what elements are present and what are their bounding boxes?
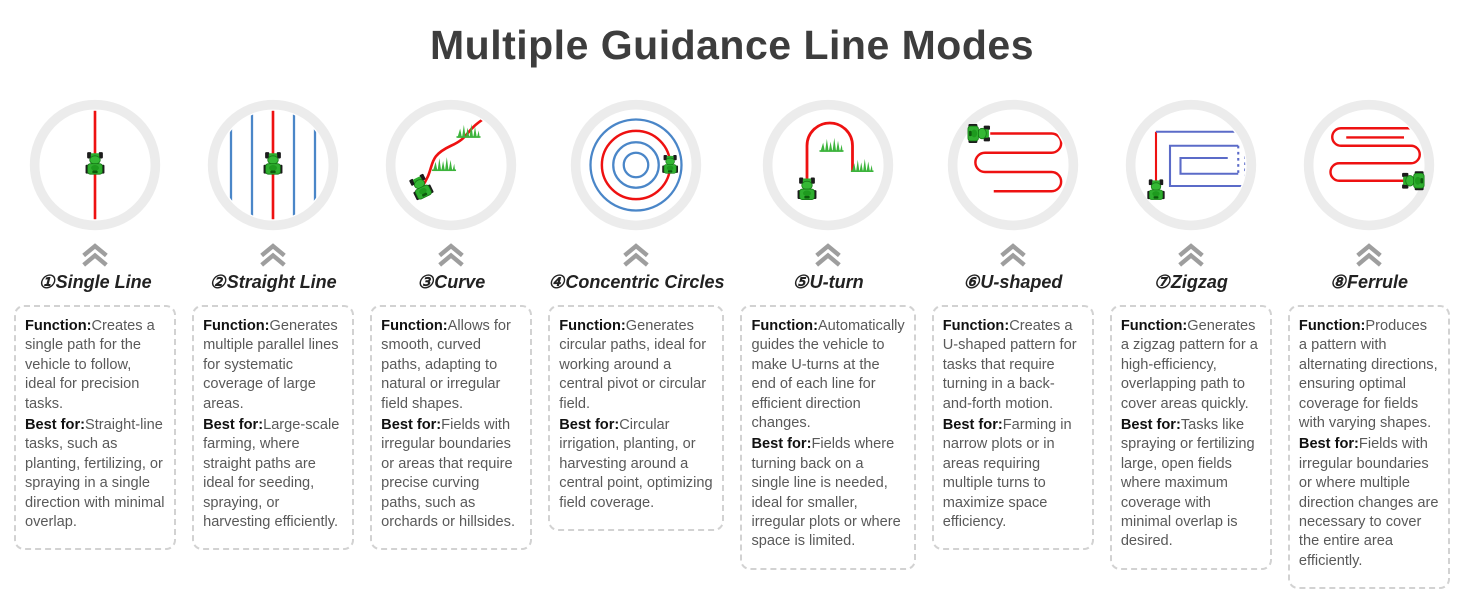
mode-column-straight-line: ②Straight Line Function:Generates multip… xyxy=(192,95,355,551)
double-chevron-up-icon xyxy=(256,242,290,268)
concentric-circles-diagram xyxy=(566,95,706,235)
double-chevron-up-icon xyxy=(1174,242,1208,268)
best-for-text: Best for:Straight-line tasks, such as pl… xyxy=(25,417,165,531)
mode-label: ④Concentric Circles xyxy=(548,272,725,292)
mode-label: ⑥U-shaped xyxy=(963,272,1063,292)
best-for-text: Best for:Farming in narrow plots or in a… xyxy=(942,417,1072,531)
double-chevron-up-icon xyxy=(996,242,1030,268)
mode-description-card: Function:Allows for smooth, curved paths… xyxy=(370,305,533,551)
mode-label: ⑦Zigzag xyxy=(1153,272,1228,292)
mode-description-card: Function:Creates a single path for the v… xyxy=(14,305,177,551)
mode-column-u-turn: ⑤U-turn Function:Automatically guides th… xyxy=(740,95,916,570)
serpentine-diagram xyxy=(943,95,1083,235)
mode-description-card: Function:Creates a U-shaped pattern for … xyxy=(931,305,1094,551)
mode-label: ③Curve xyxy=(417,272,486,292)
single-line-diagram xyxy=(25,95,165,235)
double-chevron-up-icon xyxy=(1352,242,1386,268)
best-for-text: Best for:Fields with irregular boundarie… xyxy=(381,417,516,531)
mode-number: ① xyxy=(38,272,55,292)
mode-number: ④ xyxy=(548,272,565,292)
mode-label: ⑧Ferrule xyxy=(1329,272,1409,292)
mode-number: ⑤ xyxy=(792,272,809,292)
function-text: Function:Allows for smooth, curved paths… xyxy=(381,318,511,412)
page-title: Multiple Guidance Line Modes xyxy=(430,22,1034,68)
mode-column-zigzag: ⑦Zigzag Function:Generates a zigzag patt… xyxy=(1109,95,1272,570)
mode-label: ⑤U-turn xyxy=(792,272,864,292)
function-text: Function:Produces a pattern with alterna… xyxy=(1298,318,1438,432)
function-text: Function:Generates multiple parallel lin… xyxy=(203,318,339,412)
mode-number: ⑦ xyxy=(1153,272,1170,292)
parallel-lines-diagram xyxy=(203,95,343,235)
mode-number: ② xyxy=(209,272,226,292)
mode-number: ③ xyxy=(417,272,434,292)
function-text: Function:Generates a zigzag pattern for … xyxy=(1120,318,1258,412)
best-for-text: Best for:Fields where turning back on a … xyxy=(751,436,901,550)
mode-column-u-shaped: ⑥U-shaped Function:Creates a U-shaped pa… xyxy=(931,95,1094,551)
function-text: Function:Generates circular paths, ideal… xyxy=(559,318,707,412)
mode-number: ⑥ xyxy=(963,272,980,292)
function-text: Function:Automatically guides the vehicl… xyxy=(751,318,905,432)
mode-description-card: Function:Generates multiple parallel lin… xyxy=(192,305,355,551)
u-turn-diagram xyxy=(758,95,898,235)
mode-number: ⑧ xyxy=(1329,272,1346,292)
double-chevron-up-icon xyxy=(619,242,653,268)
best-for-text: Best for:Large-scale farming, where stra… xyxy=(203,417,340,531)
double-chevron-up-icon xyxy=(78,242,112,268)
mode-description-card: Function:Automatically guides the vehicl… xyxy=(740,305,916,570)
function-text: Function:Creates a single path for the v… xyxy=(25,318,155,412)
best-for-text: Best for:Circular irrigation, planting, … xyxy=(559,417,713,511)
double-chevron-up-icon xyxy=(811,242,845,268)
mode-label: ①Single Line xyxy=(38,272,152,292)
function-text: Function:Creates a U-shaped pattern for … xyxy=(942,318,1077,412)
mode-label: ②Straight Line xyxy=(209,272,337,292)
rectangular-spiral-diagram xyxy=(1121,95,1261,235)
double-chevron-up-icon xyxy=(434,242,468,268)
mode-column-concentric-circles: ④Concentric Circles Function:Generates c… xyxy=(548,95,725,532)
mode-column-single-line: ①Single Line Function:Creates a single p… xyxy=(14,95,177,551)
mode-description-card: Function:Produces a pattern with alterna… xyxy=(1287,305,1450,590)
best-for-text: Best for:Fields with irregular boundarie… xyxy=(1298,436,1439,569)
mode-column-ferrule: ⑧Ferrule Function:Produces a pattern wit… xyxy=(1287,95,1450,590)
mode-column-curve: ③Curve Function:Allows for smooth, curve… xyxy=(370,95,533,551)
modes-grid: ①Single Line Function:Creates a single p… xyxy=(14,95,1450,590)
tight-serpentine-diagram xyxy=(1299,95,1439,235)
best-for-text: Best for:Tasks like spraying or fertiliz… xyxy=(1120,417,1255,550)
mode-description-card: Function:Generates circular paths, ideal… xyxy=(548,305,725,532)
s-curve-diagram xyxy=(381,95,521,235)
mode-description-card: Function:Generates a zigzag pattern for … xyxy=(1109,305,1272,570)
